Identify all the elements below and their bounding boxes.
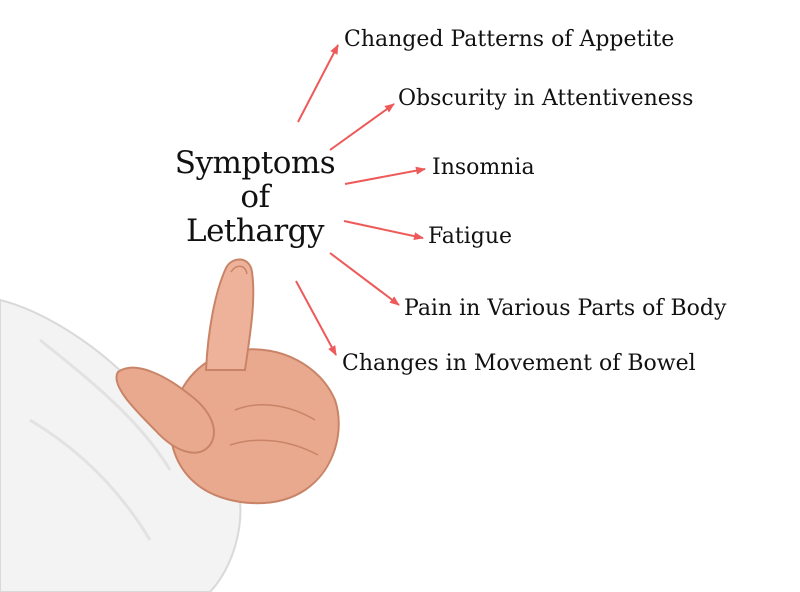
arrow-to-item-3 (344, 166, 426, 185)
title-line: Lethargy (185, 213, 325, 249)
title-line: of (240, 179, 270, 215)
symptom-label: Changes in Movement of Bowel (342, 351, 696, 376)
arrow-to-item-5 (329, 252, 400, 306)
symptom-label: Pain in Various Parts of Body (404, 296, 727, 321)
hand-index-finger (204, 258, 255, 371)
symptom-label: Fatigue (428, 224, 513, 249)
arrow-to-item-4 (343, 220, 424, 241)
symptom-label: Insomnia (432, 155, 535, 180)
symptom-label: Changed Patterns of Appetite (344, 27, 675, 52)
hand-thumb (115, 366, 215, 454)
title-line: Symptoms (174, 145, 336, 181)
arrow-to-item-6 (295, 280, 337, 356)
symptom-label: Obscurity in Attentiveness (398, 86, 694, 111)
arrow-to-item-1 (297, 44, 339, 123)
diagram-title: Symptoms of Lethargy (160, 146, 350, 248)
arrow-to-item-2 (329, 103, 395, 151)
